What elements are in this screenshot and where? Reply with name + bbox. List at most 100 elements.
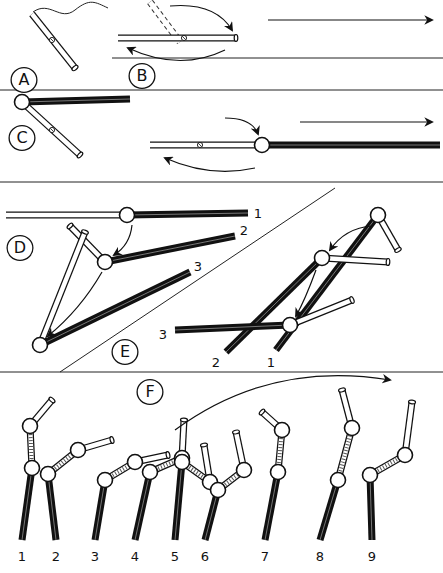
- stick-end: [166, 451, 171, 459]
- stick-shine: [135, 472, 150, 540]
- panel-letter-circle: E: [111, 338, 139, 366]
- dark-stick: [135, 472, 150, 540]
- panel-letter-circle: F: [136, 378, 164, 406]
- panel-letter: E: [120, 344, 130, 360]
- stick-shine: [276, 215, 378, 350]
- stick-end: [200, 443, 207, 448]
- light-stick: [150, 142, 264, 149]
- motion-arrow: [300, 121, 432, 122]
- stick-shine: [105, 236, 235, 262]
- stick-outline: [262, 142, 440, 149]
- stick-outline: [22, 468, 32, 540]
- stick-mark: [181, 35, 186, 40]
- light-stick: [290, 296, 355, 325]
- motion-arrow: [128, 48, 225, 61]
- dark-stick: [22, 468, 32, 540]
- stick-outline: [127, 213, 248, 215]
- stick-body: [290, 300, 352, 325]
- hinge-ball: [237, 463, 252, 478]
- hinge-ball: [371, 208, 386, 223]
- stick-outline: [6, 212, 127, 219]
- hinge-ball: [315, 251, 330, 266]
- light-stick: [118, 35, 238, 42]
- stick-shine: [226, 258, 322, 352]
- stick-body: [118, 36, 236, 41]
- stick-shine: [127, 213, 248, 215]
- panel-letter-circle: D: [6, 234, 34, 262]
- motion-arrows: [48, 6, 432, 431]
- mark-ring: [49, 37, 54, 42]
- callout-number: 2: [211, 356, 221, 369]
- callout-number: 3: [158, 328, 168, 341]
- mark-ring: [49, 127, 54, 132]
- stick-outline: [150, 142, 262, 149]
- callout-number: 1: [266, 356, 276, 369]
- dark-stick: [105, 236, 235, 262]
- panel-letter: D: [14, 240, 26, 256]
- circle-outline: [112, 340, 138, 365]
- stick-shine: [262, 145, 440, 146]
- stick-end: [71, 64, 79, 71]
- stick-outline: [22, 99, 130, 102]
- stick-end: [109, 436, 114, 444]
- stick-end: [408, 400, 415, 404]
- motion-arrow: [330, 226, 372, 250]
- light-stick: [322, 258, 390, 266]
- stick-body: [32, 14, 75, 68]
- dark-stick: [175, 462, 182, 540]
- stick-body: [6, 213, 127, 218]
- hinge-ball: [275, 423, 290, 438]
- stick-end: [76, 151, 83, 159]
- hinge-ball: [143, 465, 158, 480]
- divider-line: [0, 90, 443, 91]
- callout-number: 2: [51, 550, 61, 563]
- hinge-ball: [128, 455, 143, 470]
- mark-ring: [197, 142, 202, 147]
- circle-outline: [129, 64, 155, 89]
- stick-end: [66, 222, 74, 229]
- dark-stick: [276, 215, 378, 350]
- stick-outline: [226, 258, 322, 352]
- mark-cross: [182, 36, 185, 39]
- dark-stick: [226, 258, 322, 352]
- hinge-ball: [345, 421, 360, 436]
- callout-number: 4: [130, 550, 140, 563]
- circle-outline: [137, 380, 163, 405]
- stick-outline: [175, 325, 290, 330]
- divider-line: [0, 182, 443, 183]
- mark-cross: [198, 143, 201, 146]
- stick-shine: [370, 475, 372, 540]
- mark-cross: [50, 128, 53, 131]
- callout-number: 7: [260, 550, 270, 563]
- stick-outline: [32, 14, 75, 68]
- dark-stick: [95, 480, 105, 540]
- hinge-ball: [25, 461, 40, 476]
- stick-end: [81, 229, 89, 235]
- stick-body: [322, 258, 388, 262]
- callout-number: 5: [170, 550, 180, 563]
- panel-letter: F: [145, 384, 154, 400]
- stick-outline: [95, 480, 105, 540]
- hinge-ball: [331, 473, 346, 488]
- hinge-ball: [23, 419, 38, 434]
- stick-shine: [175, 462, 182, 540]
- hinge-ball: [255, 138, 270, 153]
- light-stick: [32, 14, 79, 72]
- motion-arrow: [48, 272, 102, 336]
- callout-number: 8: [315, 550, 325, 563]
- motion-arrow: [268, 19, 432, 20]
- stick-shine: [95, 480, 105, 540]
- panel-letter: C: [16, 130, 27, 146]
- stick-mark: [49, 127, 54, 132]
- dark-stick: [175, 325, 290, 330]
- dark-stick: [265, 472, 278, 540]
- dark-stick: [370, 475, 372, 540]
- stick-outline: [320, 480, 338, 540]
- motion-arrow: [170, 6, 232, 31]
- stick-shine: [175, 325, 290, 330]
- hinge-ball: [33, 338, 48, 353]
- stick-shine: [265, 472, 278, 540]
- panel-letter-circle: C: [8, 124, 36, 152]
- callout-number: 6: [200, 550, 210, 563]
